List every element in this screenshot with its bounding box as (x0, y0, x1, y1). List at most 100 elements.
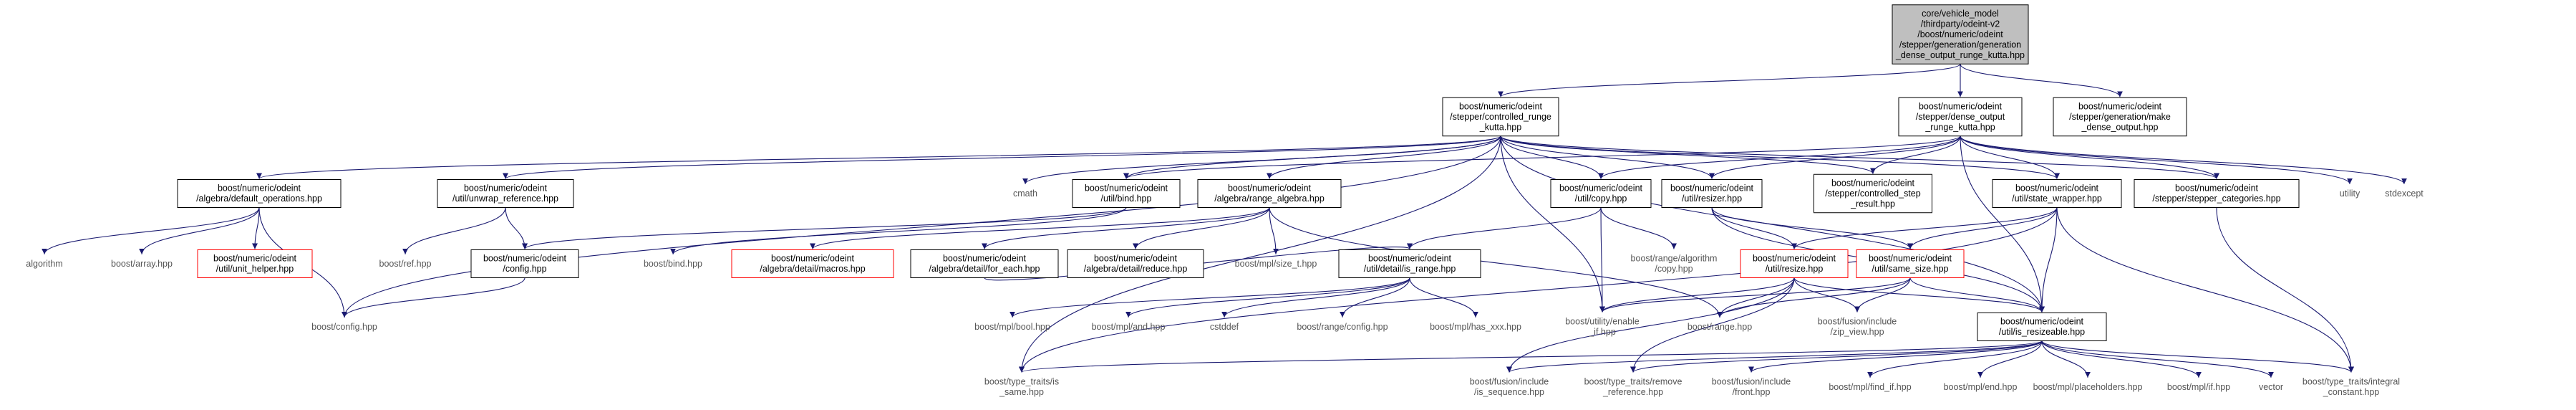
edge-util_copy-to-is_range (1407, 207, 1602, 249)
node-box (1338, 249, 1481, 278)
edge-util_resize-to-is_resizeable (1793, 277, 2045, 313)
node-label-line: boost/numeric/odeint (1670, 183, 1754, 194)
node-box (1661, 179, 1763, 208)
edge-odeint_config-to-boost_config (342, 277, 526, 318)
node-boost-array: boost/array.hpp (111, 259, 173, 269)
node-label-line: boost/numeric/odeint (2015, 183, 2099, 194)
edge-range_algebra-to-algebra_macros (810, 207, 1270, 249)
node-for-each[interactable]: boost/numeric/odeint/algebra/detail/for_… (910, 249, 1059, 278)
node-label-line: boost/numeric/odeint (213, 254, 297, 264)
node-label-line: boost/fusion/include (1712, 377, 1791, 387)
edge-controlled_runge_kutta-to-unwrap_reference (503, 135, 1501, 179)
node-label-line: /stepper/generation/make (2069, 112, 2171, 122)
node-odeint-config[interactable]: boost/numeric/odeint/config.hpp (470, 249, 579, 278)
edge-dense_output_runge_kutta-to-stepper_categories (1960, 135, 2219, 179)
node-cmath: cmath (1013, 189, 1037, 199)
node-box (1898, 97, 2023, 137)
node-stepper-categories[interactable]: boost/numeric/odeint/stepper/stepper_cat… (2134, 179, 2300, 208)
node-mpl-size-t: boost/mpl/size_t.hpp (1235, 259, 1317, 269)
node-box (470, 249, 579, 278)
node-label-line: boost/range/config.hpp (1297, 322, 1388, 332)
node-util-copy[interactable]: boost/numeric/odeint/util/copy.hpp (1550, 179, 1652, 208)
edge-is_resizeable-to-mpl_placeholders (2041, 340, 2091, 378)
node-label-line: /config.hpp (503, 264, 546, 274)
node-range-config: boost/range/config.hpp (1297, 322, 1388, 332)
node-default-operations[interactable]: boost/numeric/odeint/algebra/default_ope… (177, 179, 342, 208)
node-range-algorithm-copy: boost/range/algorithm/copy.hpp (1631, 254, 1718, 275)
node-label-line: /util/state_wrapper.hpp (2012, 194, 2102, 204)
node-box (1067, 249, 1204, 278)
node-util-same-size[interactable]: boost/numeric/odeint/util/same_size.hpp (1856, 249, 1965, 278)
node-label-line: _same.hpp (999, 387, 1044, 397)
node-label-line: /util/is_resizeable.hpp (1999, 327, 2085, 337)
edge-util_copy-to-range_algorithm_copy (1600, 207, 1677, 249)
node-controlled-runge-kutta[interactable]: boost/numeric/odeint/stepper/controlled_… (1442, 97, 1559, 137)
node-integral-constant: boost/type_traits/integral_constant.hpp (2303, 377, 2400, 398)
node-box (1550, 179, 1652, 208)
node-mpl-if: boost/mpl/if.hpp (2167, 382, 2230, 392)
edge-is_resizeable-to-vector (2041, 340, 2274, 378)
node-box (1442, 97, 1559, 137)
node-stdexcept: stdexcept (2385, 189, 2424, 199)
node-zip-view: boost/fusion/include/zip_view.hpp (1818, 317, 1897, 338)
node-unit-helper[interactable]: boost/numeric/odeint/util/unit_helper.hp… (197, 249, 313, 278)
edge-controlled_runge_kutta-to-cmath (1022, 135, 1501, 184)
node-dense-output-runge-kutta[interactable]: boost/numeric/odeint/stepper/dense_outpu… (1898, 97, 2023, 137)
node-make-dense-output[interactable]: boost/numeric/odeint/stepper/generation/… (2053, 97, 2187, 137)
node-box (2134, 179, 2300, 208)
edge-controlled_runge_kutta-to-util_bind (1123, 135, 1501, 179)
node-label-line: boost/numeric/odeint (1753, 254, 1836, 264)
node-label-line: /zip_view.hpp (1830, 327, 1884, 337)
node-range-algebra[interactable]: boost/numeric/odeint/algebra/range_algeb… (1197, 179, 1342, 208)
edge-util_resize-to-enable_if (1599, 277, 1795, 313)
node-is-sequence: boost/fusion/include/is_sequence.hpp (1470, 377, 1549, 398)
node-label-line: utility (2340, 189, 2360, 199)
node-is-range[interactable]: boost/numeric/odeint/util/detail/is_rang… (1338, 249, 1481, 278)
node-root[interactable]: core/vehicle_model/thirdparty/odeint-v2/… (1892, 4, 2029, 65)
node-label-line: boost/range/algorithm (1631, 254, 1718, 264)
edge-dense_output_runge_kutta-to-util_copy (1598, 135, 1961, 179)
node-label-line: boost/config.hpp (311, 322, 377, 332)
node-label-line: /stepper/controlled_step (1825, 189, 1920, 199)
edge-util_resize-to-remove_reference (1630, 277, 1795, 373)
node-label-line: boost/mpl/find_if.hpp (1829, 382, 1911, 392)
edge-util_same_size-to-boost_range (1717, 277, 1911, 318)
edge-util_same_size-to-is_resizeable (1909, 277, 2045, 313)
node-label-line: boost/bind.hpp (644, 259, 702, 269)
node-mpl-find-if: boost/mpl/find_if.hpp (1829, 382, 1911, 392)
node-unwrap-reference[interactable]: boost/numeric/odeint/util/unwrap_referen… (437, 179, 574, 208)
node-mpl-placeholders: boost/mpl/placeholders.hpp (2033, 382, 2143, 392)
edge-util_same_size-to-zip_view (1854, 277, 1911, 313)
edge-is_resizeable-to-mpl_end (1977, 340, 2043, 378)
node-label-line: boost/mpl/end.hpp (1944, 382, 2018, 392)
node-state-wrapper[interactable]: boost/numeric/odeint/util/state_wrapper.… (1992, 179, 2122, 208)
node-label-line: /util/unit_helper.hpp (216, 264, 294, 274)
edge-is_resizeable-to-mpl_find_if (1867, 340, 2043, 378)
node-util-resizer[interactable]: boost/numeric/odeint/util/resizer.hpp (1661, 179, 1763, 208)
node-label-line: _dense_output_runge_kutta.hpp (1895, 50, 2025, 60)
node-util-resize[interactable]: boost/numeric/odeint/util/resize.hpp (1740, 249, 1849, 278)
node-label-line: /util/unwrap_reference.hpp (452, 194, 558, 204)
edge-is_range-to-mpl_and (1125, 277, 1410, 318)
edge-state_wrapper-to-is_resizeable (2039, 207, 2058, 313)
node-remove-reference: boost/type_traits/remove_reference.hpp (1584, 377, 1682, 398)
node-is-same: boost/type_traits/is_same.hpp (984, 377, 1059, 398)
node-box (437, 179, 574, 208)
node-label-line: boost/numeric/odeint (1559, 183, 1643, 194)
edge-is_range-to-mpl_bool (1009, 277, 1410, 318)
node-algebra-macros[interactable]: boost/numeric/odeint/algebra/detail/macr… (731, 249, 894, 278)
node-controlled-step-result[interactable]: boost/numeric/odeint/stepper/controlled_… (1814, 173, 1932, 214)
node-is-resizeable[interactable]: boost/numeric/odeint/util/is_resizeable.… (1977, 313, 2107, 341)
node-label-line: cstddef (1210, 322, 1239, 332)
edge-controlled_runge_kutta-to-controlled_step_result (1500, 135, 1876, 174)
edge-util_resize-to-boost_range (1717, 277, 1795, 318)
node-util-bind[interactable]: boost/numeric/odeint/util/bind.hpp (1072, 179, 1181, 208)
node-vector: vector (2259, 382, 2283, 392)
node-label-line: _kutta.hpp (1479, 122, 1521, 132)
edge-controlled_runge_kutta-to-default_operations (256, 135, 1501, 179)
node-boost-range: boost/range.hpp (1688, 322, 1752, 332)
edge-util_bind-to-odeint_config (522, 207, 1127, 249)
edge-state_wrapper-to-util_same_size (1907, 207, 2058, 249)
node-reduce[interactable]: boost/numeric/odeint/algebra/detail/redu… (1067, 249, 1204, 278)
